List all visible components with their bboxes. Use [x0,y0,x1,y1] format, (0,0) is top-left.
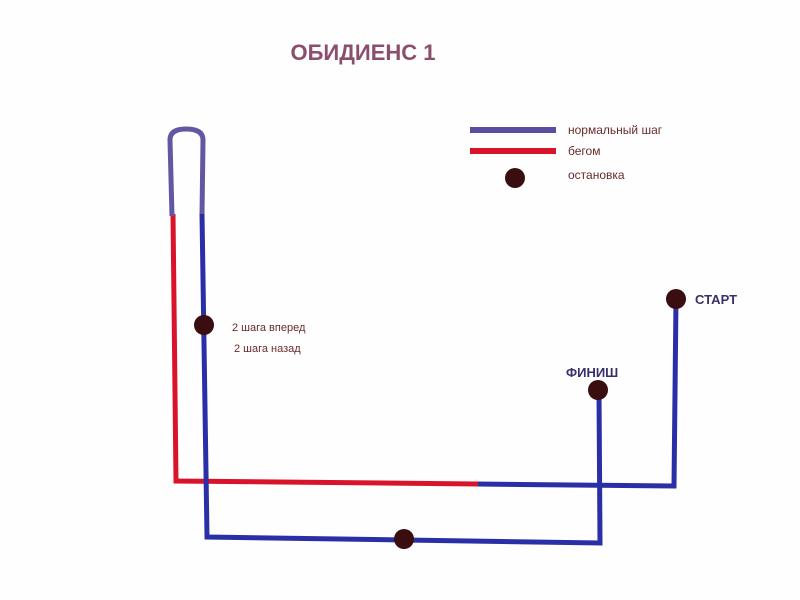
legend-stop-dot [505,168,525,188]
legend-run-label: бегом [568,144,600,158]
legend-stop-label: остановка [568,168,625,182]
legend-walk-label: нормальный шаг [568,123,663,137]
route-walk-start-segment [475,299,679,489]
route-walk-turn-segment [167,126,206,217]
stop-note-forward: 2 шага вперед [232,322,306,334]
stop-point-steps [194,315,214,335]
start-label: СТАРТ [695,292,737,307]
route-walk-finish-segment [199,213,603,546]
stop-point-bottom [394,529,414,549]
route-run-segment [170,213,479,487]
stop-note-back: 2 шага назад [234,343,301,355]
start-point [666,289,686,309]
finish-point [588,380,608,400]
page-title: ОБИДИЕНС 1 [290,40,435,65]
finish-label: ФИНИШ [566,365,618,380]
